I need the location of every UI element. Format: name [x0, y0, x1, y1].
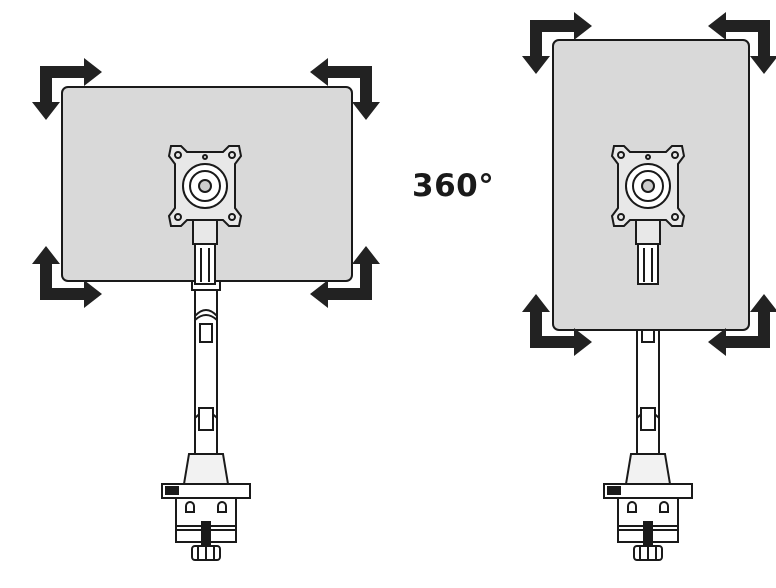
rotation-degrees-label: 360°: [412, 168, 495, 204]
landscape-monitor: [32, 58, 380, 561]
monitor-arm-left: [161, 277, 251, 561]
portrait-monitor: [522, 12, 776, 561]
